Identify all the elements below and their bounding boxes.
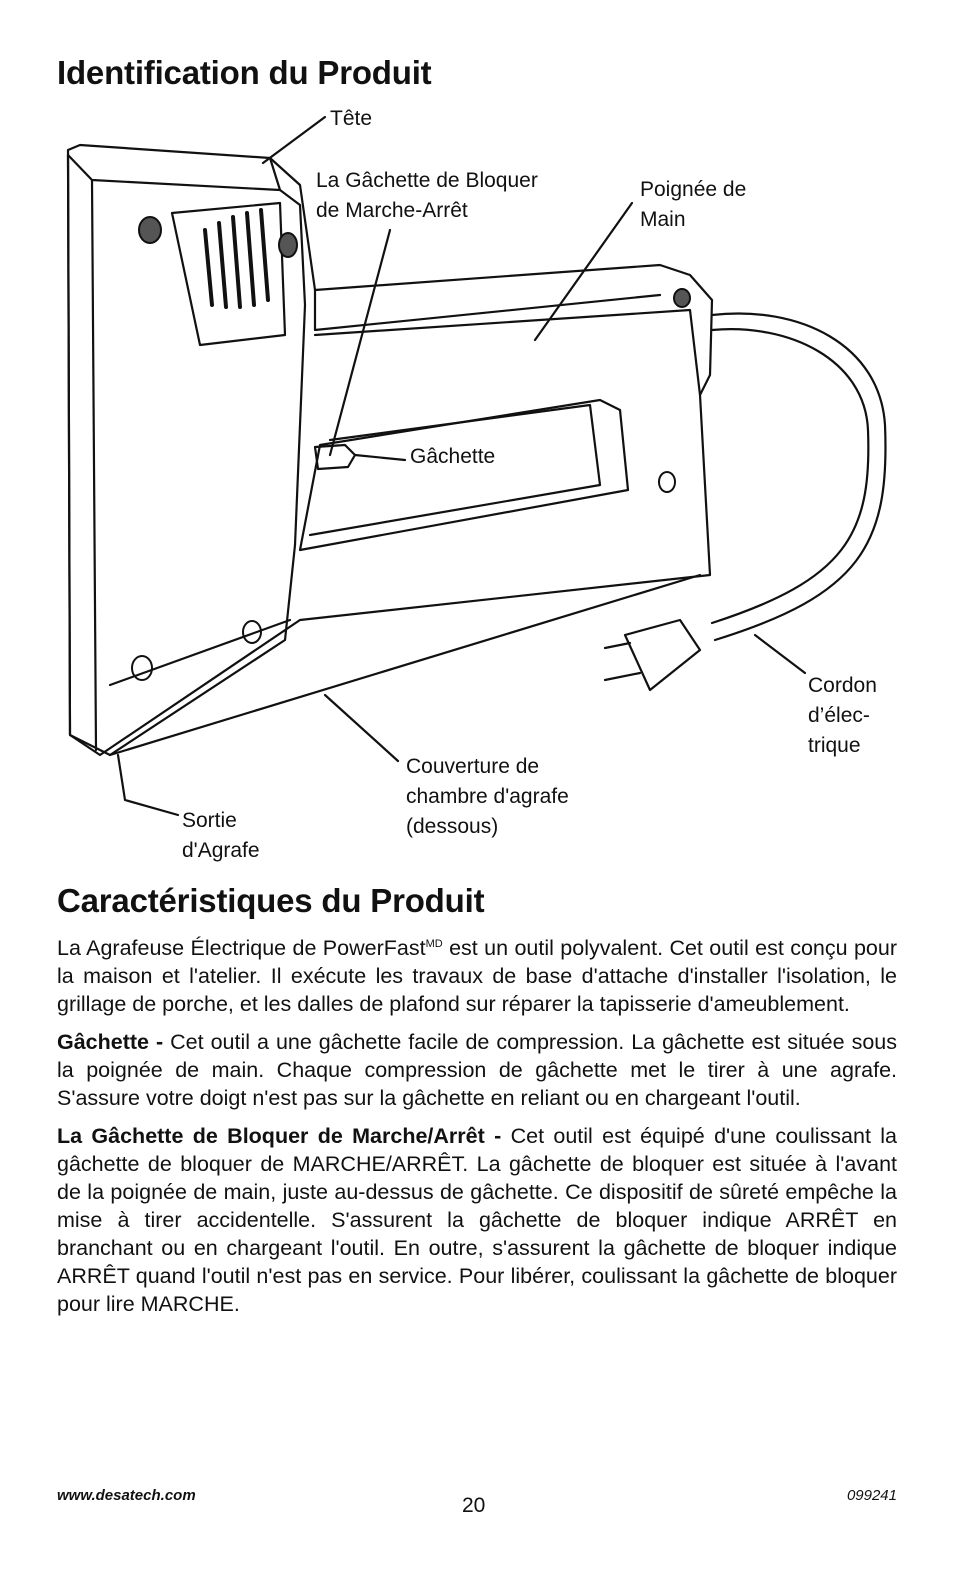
tool-body <box>66 143 714 757</box>
label-gachette: Gâchette <box>410 445 496 468</box>
stapler-diagram <box>66 115 887 817</box>
power-cord <box>710 312 887 642</box>
lock-paragraph: La Gâchette de Bloquer de Marche/Arrêt -… <box>57 1124 898 1316</box>
document-code: 099241 <box>846 1487 897 1504</box>
page-number: 20 <box>462 1494 486 1517</box>
section-title: Caractéristiques du Produit <box>57 882 485 919</box>
page-title: Identification du Produit <box>57 54 432 91</box>
handle-opening <box>298 398 630 552</box>
trigger <box>313 443 357 471</box>
trigger-paragraph: Gâchette - Cet outil a une gâchette faci… <box>57 1030 897 1110</box>
plug <box>623 618 702 692</box>
label-poignee: Poignée de Main <box>640 178 747 231</box>
label-gachette-bloquer: La Gâchette de Bloquer de Marche-Arrêt <box>316 169 538 222</box>
label-couverture: Couverture de chambre d'agrafe (dessous) <box>406 755 569 838</box>
tool-head <box>66 153 307 757</box>
footer-url: www.desatech.com <box>57 1487 196 1504</box>
body-text: La Agrafeuse Électrique de PowerFastMD e… <box>57 934 897 1328</box>
label-sortie: Sortie d'Agrafe <box>182 809 260 862</box>
label-tete: Tête <box>330 107 373 130</box>
intro-paragraph: La Agrafeuse Électrique de PowerFastMD e… <box>57 936 897 1016</box>
label-cordon: Cordon d’élec- trique <box>808 674 877 757</box>
